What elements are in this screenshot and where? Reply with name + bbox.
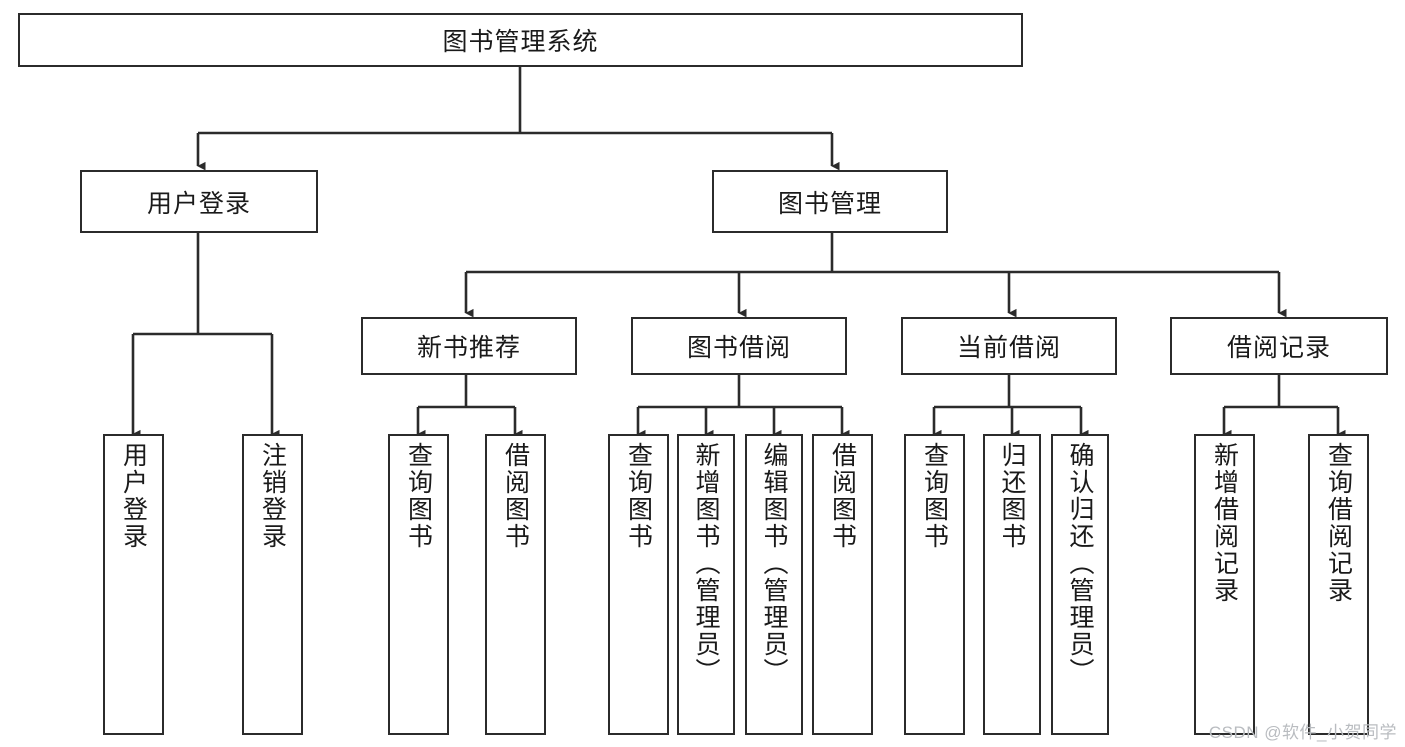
leaf-label: 编辑图书（管理员） (760, 442, 788, 685)
node-book-borrow-label: 图书借阅 (686, 334, 791, 362)
node-current-borrow[interactable]: 当前借阅 (901, 317, 1117, 375)
leaf-book-borrow-query[interactable]: 查询图书 (608, 434, 669, 735)
leaf-label: 新增图书（管理员） (692, 442, 720, 685)
leaf-label: 借阅图书 (828, 442, 857, 550)
leaf-borrow-record-query[interactable]: 查询借阅记录 (1308, 434, 1369, 735)
leaf-label: 查询借阅记录 (1324, 442, 1353, 604)
leaf-label: 借阅图书 (501, 442, 530, 550)
leaf-label: 确认归还（管理员） (1066, 442, 1094, 685)
node-borrow-record[interactable]: 借阅记录 (1170, 317, 1388, 375)
leaf-current-borrow-query[interactable]: 查询图书 (904, 434, 965, 735)
leaf-current-borrow-return[interactable]: 归还图书 (983, 434, 1041, 735)
leaf-label: 注销登录 (258, 442, 287, 550)
leaf-label: 查询图书 (920, 442, 949, 550)
leaf-label: 用户登录 (119, 442, 148, 550)
leaf-label: 归还图书 (998, 442, 1026, 550)
node-new-book-recommend[interactable]: 新书推荐 (361, 317, 577, 375)
node-book-management[interactable]: 图书管理 (712, 170, 948, 233)
leaf-book-borrow-add[interactable]: 新增图书（管理员） (677, 434, 735, 735)
leaf-new-book-borrow[interactable]: 借阅图书 (485, 434, 546, 735)
leaf-label: 查询图书 (624, 442, 653, 550)
leaf-label: 新增借阅记录 (1210, 442, 1239, 604)
node-current-borrow-label: 当前借阅 (956, 334, 1061, 362)
leaf-user-login-login[interactable]: 用户登录 (103, 434, 164, 735)
node-user-login-label: 用户登录 (146, 189, 251, 218)
leaf-book-borrow-edit[interactable]: 编辑图书（管理员） (745, 434, 803, 735)
leaf-current-borrow-confirm-return[interactable]: 确认归还（管理员） (1051, 434, 1109, 735)
leaf-label: 查询图书 (404, 442, 433, 550)
node-root-label: 图书管理系统 (442, 28, 599, 56)
node-root[interactable]: 图书管理系统 (18, 13, 1023, 67)
leaf-book-borrow-borrow[interactable]: 借阅图书 (812, 434, 873, 735)
leaf-borrow-record-add[interactable]: 新增借阅记录 (1194, 434, 1255, 735)
leaf-user-login-logout[interactable]: 注销登录 (242, 434, 303, 735)
node-book-borrow[interactable]: 图书借阅 (631, 317, 847, 375)
node-book-management-label: 图书管理 (777, 189, 882, 218)
leaf-new-book-query[interactable]: 查询图书 (388, 434, 449, 735)
node-new-book-recommend-label: 新书推荐 (416, 334, 521, 362)
node-user-login[interactable]: 用户登录 (80, 170, 318, 233)
node-borrow-record-label: 借阅记录 (1226, 334, 1331, 362)
watermark: CSDN @软件_小贺同学 (1208, 723, 1397, 742)
